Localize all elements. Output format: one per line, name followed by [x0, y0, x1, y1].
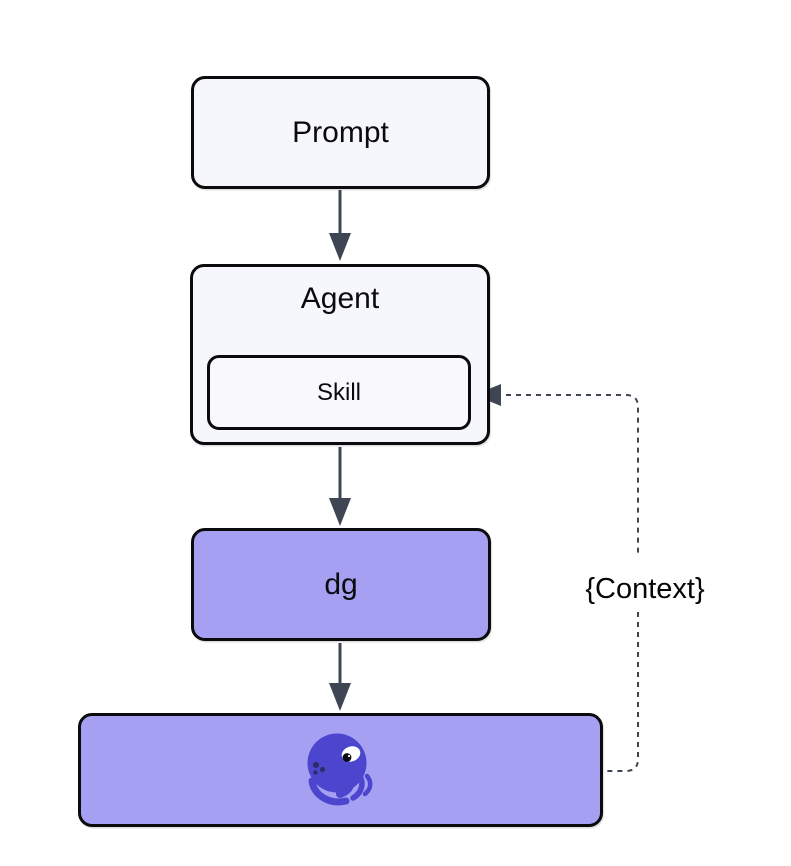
node-skill: Skill [207, 355, 471, 430]
edge-label-context: {Context} [585, 573, 705, 605]
edge-prompt-to-agent [329, 190, 351, 261]
octopus-icon [307, 733, 372, 806]
node-agent: Agent Skill [190, 264, 490, 445]
node-dg: dg [191, 528, 491, 641]
node-prompt: Prompt [191, 76, 490, 189]
node-dg-label: dg [324, 567, 358, 601]
node-agent-label: Agent [300, 282, 380, 315]
edge-agent-to-dg [329, 447, 351, 526]
node-octopus [78, 713, 603, 827]
edge-dg-to-octopus [329, 643, 351, 711]
node-skill-label: Skill [316, 378, 361, 406]
node-prompt-label: Prompt [292, 115, 389, 149]
